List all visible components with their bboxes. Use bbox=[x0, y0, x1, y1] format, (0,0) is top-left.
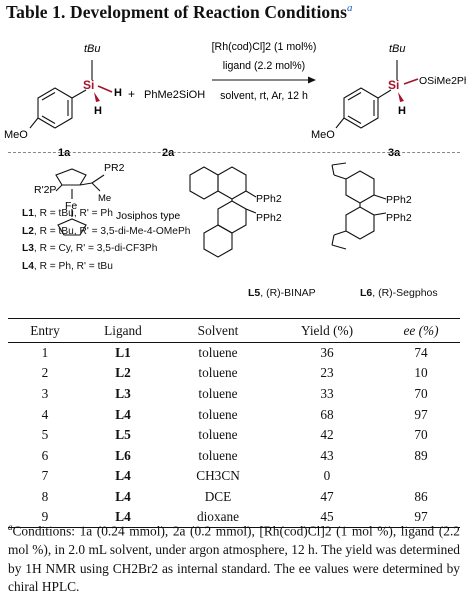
conditions-catalyst: [Rh(cod)Cl]2 (1 mol%) bbox=[212, 41, 317, 53]
reaction-scheme: tBu Si H H MeO 1a + PhMe2SiOH 2a [Rh(cod… bbox=[4, 41, 466, 158]
meo-label-3a: MeO bbox=[311, 129, 335, 141]
footnote-text: Conditions: 1a (0.24 mmol), 2a (0.2 mmol… bbox=[8, 523, 460, 595]
title-footnote-marker[interactable]: a bbox=[347, 2, 353, 15]
reaction-arrow bbox=[212, 76, 316, 84]
segphos-caption: L6, (R)-Segphos bbox=[360, 287, 438, 299]
josiphos-ligand-list: L1, R = tBu, R' = Ph L2, R = tBu, R' = 3… bbox=[22, 205, 252, 275]
plus-sign: + bbox=[128, 87, 135, 101]
ligand-list-item: L2, R = tBu, R' = 3,5-di-Me-4-OMePh bbox=[22, 225, 191, 237]
si-label-3a: Si bbox=[388, 78, 399, 92]
footnote-marker: a bbox=[8, 522, 13, 532]
h-label-1a-right: H bbox=[114, 87, 122, 99]
reactant-1a-si-h-bonds bbox=[94, 85, 113, 102]
osime2ph-label: OSiMe2Ph bbox=[419, 75, 466, 87]
header-yield: Yield (%) bbox=[272, 318, 382, 343]
table-header-row: Entry Ligand Solvent Yield (%) ee (%) bbox=[8, 318, 460, 343]
conditions-solvent: solvent, rt, Ar, 12 h bbox=[220, 90, 308, 102]
segphos-pph2-top: PPh2 bbox=[386, 194, 412, 206]
josiphos-type-label: Josiphos type bbox=[116, 210, 180, 222]
tbu-label-1a: tBu bbox=[84, 43, 101, 55]
ligand-list-item: L4, R = Ph, R' = tBu bbox=[22, 260, 113, 272]
binap-pph2-top: PPh2 bbox=[256, 193, 282, 205]
pr2-label: PR2 bbox=[104, 162, 125, 174]
me-label: Me bbox=[98, 193, 111, 204]
header-ligand: Ligand bbox=[82, 318, 164, 343]
meo-label-1a: MeO bbox=[4, 129, 28, 141]
reactant-1a-structure bbox=[29, 60, 93, 129]
header-ee: ee (%) bbox=[382, 318, 460, 343]
segphos-structure bbox=[331, 162, 387, 250]
ligand-structures: PR2 R'2P Fe Me Josiphos type PPh2 PPh2 P… bbox=[34, 162, 412, 258]
reagent-2a: PhMe2SiOH bbox=[144, 89, 205, 101]
binap-structure bbox=[189, 166, 257, 258]
conditions-ligand: ligand (2.2 mol%) bbox=[223, 60, 305, 72]
product-3a-structure bbox=[335, 60, 398, 129]
header-solvent: Solvent bbox=[164, 318, 272, 343]
h-label-3a: H bbox=[398, 105, 406, 117]
segphos-pph2-bottom: PPh2 bbox=[386, 212, 412, 224]
josiphos-structure bbox=[55, 168, 105, 236]
scheme-divider bbox=[8, 152, 460, 153]
ligand-list-item: L3, R = Cy, R' = 3,5-di-CF3Ph bbox=[22, 243, 158, 254]
ligand-list-item: L1, R = tBu, R' = Ph bbox=[22, 208, 113, 219]
product-3a-si-bonds bbox=[398, 78, 419, 102]
fe-label: Fe bbox=[65, 200, 77, 212]
binap-caption: L5, (R)-BINAP bbox=[248, 287, 316, 299]
tbu-label-3a: tBu bbox=[389, 43, 406, 55]
header-entry: Entry bbox=[8, 318, 82, 343]
si-label-1a: Si bbox=[83, 78, 94, 92]
table-title-text: Table 1. Development of Reaction Conditi… bbox=[6, 2, 348, 22]
table-footnote: aConditions: 1a (0.24 mmol), 2a (0.2 mmo… bbox=[8, 518, 460, 597]
h-label-1a-down: H bbox=[94, 105, 102, 117]
r2p-label: R'2P bbox=[34, 184, 56, 196]
table-title: Table 1. Development of Reaction Conditi… bbox=[6, 2, 462, 23]
binap-pph2-bottom: PPh2 bbox=[256, 212, 282, 224]
